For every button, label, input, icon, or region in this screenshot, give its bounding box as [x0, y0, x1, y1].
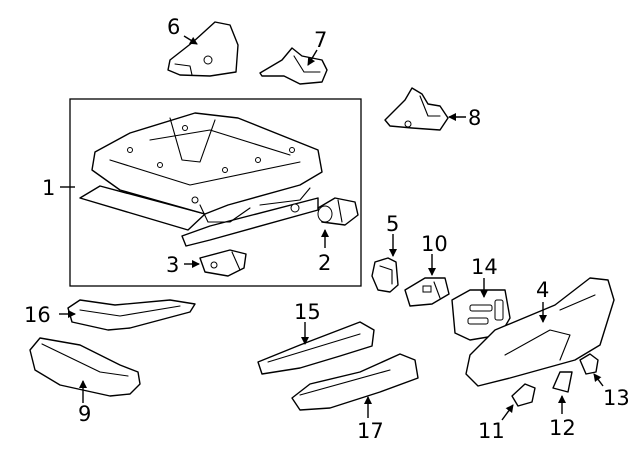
- bracket-6: [167, 21, 239, 77]
- callout-17: 17: [357, 419, 384, 443]
- callout-9: 9: [78, 402, 91, 426]
- leader-6: [183, 35, 198, 45]
- leader-13: [593, 373, 604, 387]
- callout-10: 10: [421, 232, 448, 256]
- callout-11: 11: [478, 419, 505, 443]
- rail-trim-17: [291, 353, 419, 411]
- bracket-7: [259, 47, 328, 85]
- callout-14: 14: [471, 255, 498, 279]
- rail-trim-15: [257, 321, 375, 375]
- switch-10: [404, 277, 450, 307]
- callout-16: 16: [24, 303, 51, 327]
- adjuster-motor: [317, 197, 359, 226]
- assembly-frame-box: [69, 98, 362, 287]
- motor-bracket: [199, 249, 247, 277]
- trim-9: [29, 337, 141, 397]
- knob-11: [511, 383, 536, 407]
- callout-15: 15: [294, 300, 321, 324]
- cap-13: [579, 353, 599, 375]
- callout-2: 2: [318, 251, 331, 275]
- seat-adjuster-frame: [79, 112, 323, 247]
- callout-13: 13: [603, 386, 630, 410]
- callout-4: 4: [536, 278, 549, 302]
- clip-5: [371, 257, 399, 293]
- callout-7: 7: [314, 28, 327, 52]
- callout-6: 6: [167, 15, 180, 39]
- leader-7: [307, 49, 318, 66]
- knob-12: [552, 371, 573, 393]
- switch-panel-14: [451, 289, 511, 341]
- callout-3: 3: [166, 253, 179, 277]
- callout-12: 12: [549, 416, 576, 440]
- bracket-8: [384, 87, 449, 131]
- callout-5: 5: [386, 212, 399, 236]
- side-shield-4: [465, 277, 615, 387]
- callout-8: 8: [468, 106, 481, 130]
- leader-11: [501, 404, 514, 421]
- rail-cover-16: [67, 299, 196, 331]
- callout-1: 1: [42, 176, 55, 200]
